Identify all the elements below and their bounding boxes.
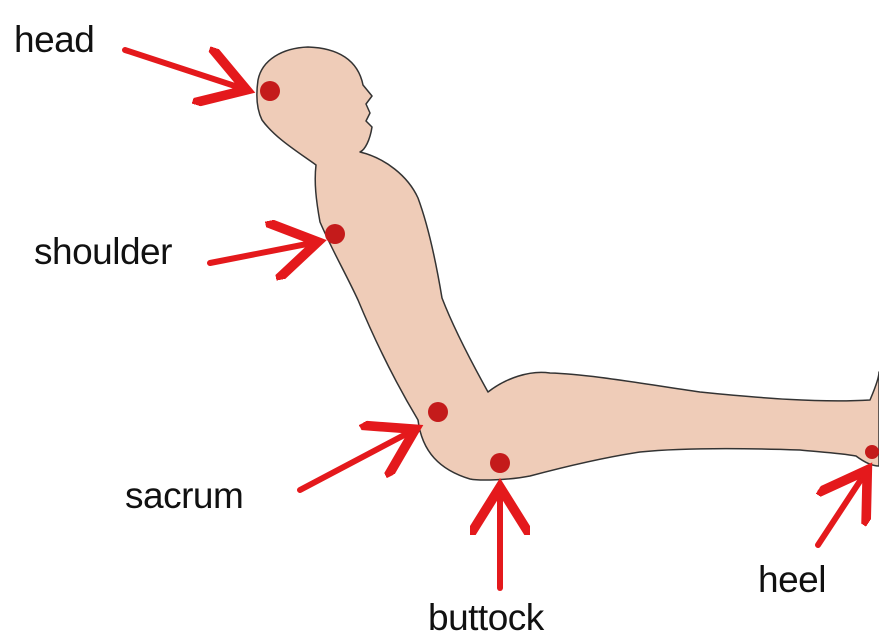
head-pressure-point — [260, 81, 280, 101]
sacrum-label: sacrum — [125, 475, 243, 516]
buttock-label: buttock — [428, 597, 545, 636]
shoulder-label: shoulder — [34, 231, 172, 272]
sacrum-pressure-point — [428, 402, 448, 422]
buttock-pressure-point — [490, 453, 510, 473]
head-label: head — [14, 19, 94, 60]
body-silhouette — [257, 47, 879, 480]
heel-arrow — [818, 475, 864, 545]
heel-pressure-point — [865, 445, 879, 459]
sacrum-arrow — [300, 432, 410, 490]
shoulder-arrow — [210, 243, 312, 263]
heel-label: heel — [758, 559, 826, 600]
shoulder-pressure-point — [325, 224, 345, 244]
head-arrow — [125, 50, 241, 88]
